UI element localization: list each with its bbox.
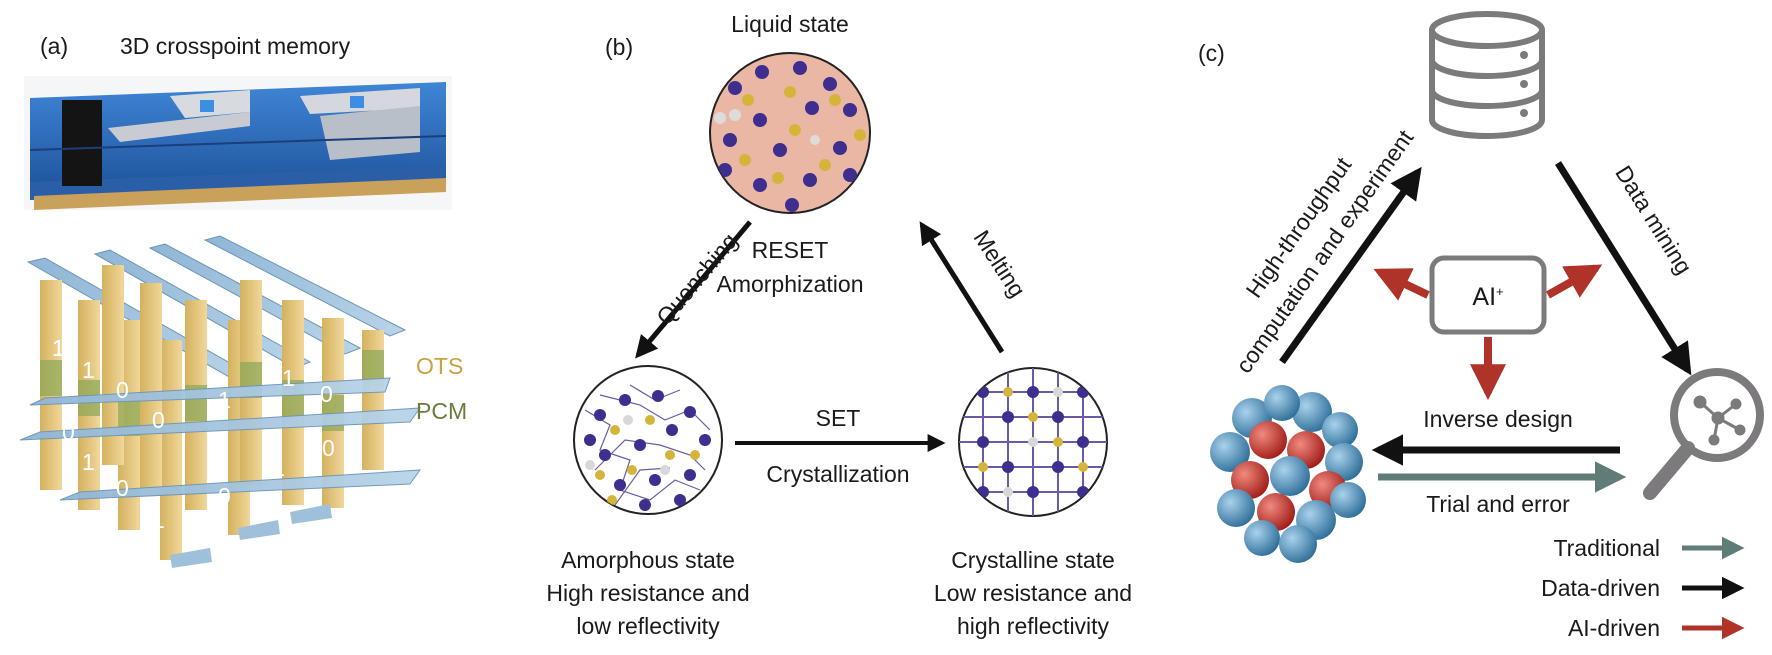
bit-label: 1 [82,357,95,383]
set-label: SET [816,405,861,431]
crystal-structure-image [1210,385,1366,563]
legend: Traditional Data-driven AI-driven [1541,535,1745,641]
ai-box-label: AI+ [1472,283,1503,311]
bit-label: 0 [116,475,129,501]
ai-box [1429,255,1547,335]
legend-ai-driven-label: AI-driven [1568,615,1660,641]
database-icon [1429,11,1545,139]
magnifier-icon [1643,368,1764,500]
legend-data-driven-label: Data-driven [1541,575,1660,601]
amorphous-state-line1: Amorphous state [561,547,735,573]
amorphous-state-line2: High resistance and [546,580,749,606]
bit-label: 1 [282,365,295,391]
amorphous-state-circle [573,365,723,515]
panel-b-label: (b) [605,34,633,60]
amorphization-label: Amorphization [716,271,863,297]
melting-label: Melting [969,225,1031,301]
crystalline-state-circle [958,367,1108,517]
bit-label: 1 [82,449,95,475]
panel-a-title: 3D crosspoint memory [120,33,351,59]
trial-error-label: Trial and error [1426,491,1570,517]
crystalline-state-line1: Crystalline state [951,547,1115,573]
panel-c: (c) High-throughput computation and expe… [1198,11,1764,641]
panel-c-label: (c) [1198,40,1225,66]
ai-arrow-left [1373,268,1430,301]
bit-labels: 1 1 0 0 1 0 1 0 1 0 1 0 1 0 [52,335,335,533]
quenching-arrow [635,220,752,359]
panel-a-label: (a) [40,33,68,59]
data-mining-arrow [1555,161,1692,376]
crosspoint-array: 1 1 0 0 1 0 1 0 1 0 1 0 1 0 [19,235,422,568]
liquid-state-circle [709,52,871,214]
bit-label: 1 [52,335,65,361]
bit-label: 0 [218,483,231,509]
bit-label: 1 [218,387,231,413]
legend-traditional-label: Traditional [1553,535,1660,561]
panel-a: (a) 3D crosspoint memory [19,33,467,568]
bit-label: 0 [152,407,165,433]
crystalline-state-line2: Low resistance and [934,580,1132,606]
legend-pcm: PCM [416,398,467,424]
bit-label: 0 [320,381,333,407]
bit-label: 0 [322,435,335,461]
htp-arrow [1279,166,1422,365]
reset-label: RESET [752,237,829,263]
legend-ots: OTS [416,353,463,379]
panel-b: (b) Liquid state [546,11,1132,639]
bit-label: 1 [272,455,285,481]
htp-label-line2: computation and experiment [1231,125,1419,378]
bit-label: 0 [116,377,129,403]
crystallization-label: Crystallization [766,461,909,487]
amorphous-state-line3: low reflectivity [576,613,720,639]
bit-label: 0 [62,419,75,445]
memory-module-image [24,76,452,210]
melting-arrow [919,221,1005,354]
crystalline-state-line3: high reflectivity [957,613,1110,639]
inverse-design-label: Inverse design [1423,406,1573,432]
ai-arrow-right [1546,264,1603,299]
liquid-state-label: Liquid state [731,11,849,37]
bit-label: 1 [152,507,165,533]
